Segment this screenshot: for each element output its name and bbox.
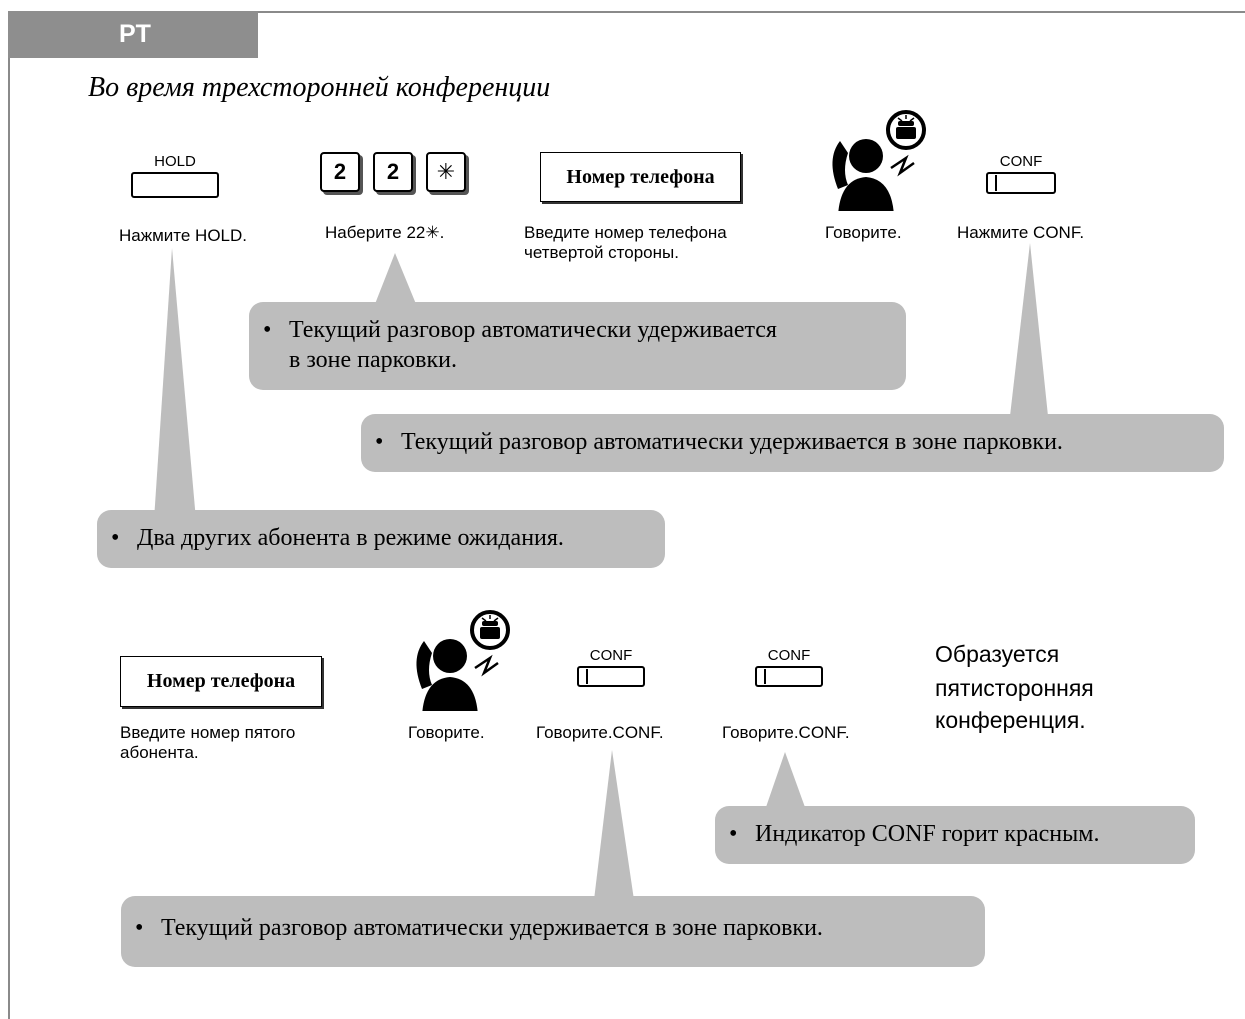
number-caption-line2: четвертой стороны. <box>524 243 679 262</box>
indicator-note-text: Индикатор CONF горит красным. <box>755 821 1100 847</box>
conf-key-label: CONF <box>999 153 1043 170</box>
conf2-key-label: CONF <box>767 647 811 664</box>
section-tab: PT <box>8 11 258 58</box>
result-line1: Образуется <box>935 641 1060 667</box>
hold-caption: Нажмите HOLD. <box>119 226 248 245</box>
park-note-pointer <box>594 750 634 900</box>
conf-caption: Нажмите CONF. <box>957 223 1085 242</box>
frame-top-line <box>8 11 1245 13</box>
result-line2: пятисторонняя <box>935 675 1094 701</box>
bullet: • <box>375 429 384 455</box>
indicator-note-callout: • Индикатор CONF горит красным. <box>715 806 1195 864</box>
park-note-text: Текущий разговор автоматически удерживае… <box>161 915 823 941</box>
bullet: • <box>263 317 272 343</box>
dial-note-pointer <box>375 253 416 304</box>
conf2-key-icon <box>755 666 823 687</box>
conf-key-icon <box>986 172 1056 194</box>
phone-number-box-2: Номер телефона <box>120 656 322 707</box>
park-note-callout: • Текущий разговор автоматически удержив… <box>121 896 985 967</box>
bullet: • <box>135 915 144 941</box>
dial-note-line1: Текущий разговор автоматически удерживае… <box>289 317 777 343</box>
dial-key-2b: 2 <box>373 152 413 192</box>
number-caption-line1: Введите номер телефона <box>524 223 727 242</box>
talk-caption: Говорите. <box>825 223 902 242</box>
hold-note-pointer <box>154 248 196 520</box>
indicator-note-pointer <box>765 752 806 810</box>
talk-icon-2 <box>416 610 510 711</box>
conf-note-pointer <box>1010 243 1048 416</box>
talk2-caption: Говорите. <box>408 723 485 742</box>
number2-caption-line2: абонента. <box>120 743 199 762</box>
bullet: • <box>111 525 120 551</box>
dial-key-star: ✳ <box>426 152 466 192</box>
dial-key-2a: 2 <box>320 152 360 192</box>
hold-note-text: Два других абонента в режиме ожидания. <box>137 525 564 551</box>
hold-key-label: HOLD <box>154 153 196 170</box>
hold-note-callout: • Два других абонента в режиме ожидания. <box>97 510 665 568</box>
phone-number-box: Номер телефона <box>540 152 741 202</box>
frame-left-line <box>8 11 10 1019</box>
talk-icon <box>832 110 926 211</box>
conf1-caption: Говорите.CONF. <box>536 723 664 742</box>
bullet: • <box>729 821 738 847</box>
hold-key-icon <box>131 172 219 198</box>
result-line3: конференция. <box>935 707 1086 733</box>
conf-note-text: Текущий разговор автоматически удерживае… <box>401 429 1063 455</box>
dial-note-line2: в зоне парковки. <box>289 347 457 373</box>
conf1-key-label: CONF <box>589 647 633 664</box>
conf-note-callout: • Текущий разговор автоматически удержив… <box>361 414 1224 472</box>
number2-caption-line1: Введите номер пятого <box>120 723 296 742</box>
conf2-caption: Говорите.CONF. <box>722 723 850 742</box>
dial-note-callout: • Текущий разговор автоматически удержив… <box>249 302 906 390</box>
section-heading: Во время трехсторонней конференции <box>88 72 551 103</box>
dial-caption: Наберите 22✳. <box>325 223 445 242</box>
conf1-key-icon <box>577 666 645 687</box>
